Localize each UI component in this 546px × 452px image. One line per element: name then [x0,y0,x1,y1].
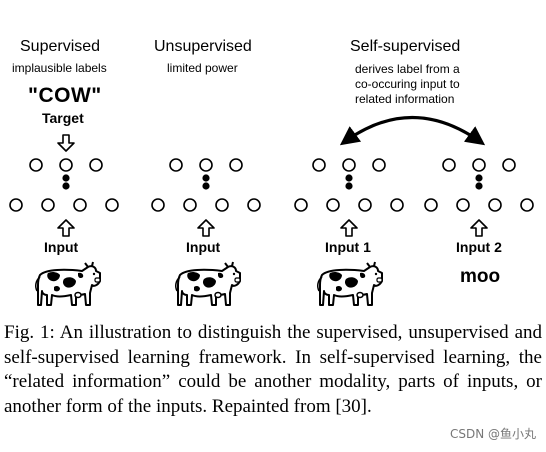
supervised-subtitle: implausible labels [12,61,107,75]
moo-text: moo [460,266,501,287]
self-supervised-subtitle-3: related information [355,92,455,106]
arrow-up-icon [470,219,488,237]
curved-double-arrow-icon [339,116,486,146]
arrow-up-icon [340,219,358,237]
cow-icon [174,261,241,306]
self-supervised-subtitle-2: co-occuring input to [355,77,460,91]
caption-text: An illustration to distinguish the super… [4,322,543,417]
input1-label: Input 1 [325,239,371,255]
supervised-title: Supervised [20,38,101,55]
target-label: Target [42,110,84,126]
unsupervised-title: Unsupervised [154,38,252,55]
cow-icon [34,261,101,306]
input2-label: Input 2 [456,239,502,255]
figure: Supervised implausible labels "COW" Targ… [9,38,534,306]
arrow-down-icon [57,134,75,152]
watermark: CSDN @鱼小丸 [449,427,536,441]
self-supervised-title: Self-supervised [350,38,461,55]
unsupervised-subtitle: limited power [167,61,238,75]
figure-label: Fig. 1: [4,322,55,343]
supervised-input-label: Input [44,239,79,255]
figure-caption: Fig. 1: An illustration to distinguish t… [4,321,542,419]
self-supervised-subtitle-1: derives label from a [355,62,460,76]
arrow-up-icon [197,219,215,237]
arrow-up-icon [57,219,75,237]
cow-icon [316,261,383,306]
cow-label: "COW" [28,84,102,107]
diagram-graphics [9,116,534,306]
unsupervised-input-label: Input [186,239,221,255]
